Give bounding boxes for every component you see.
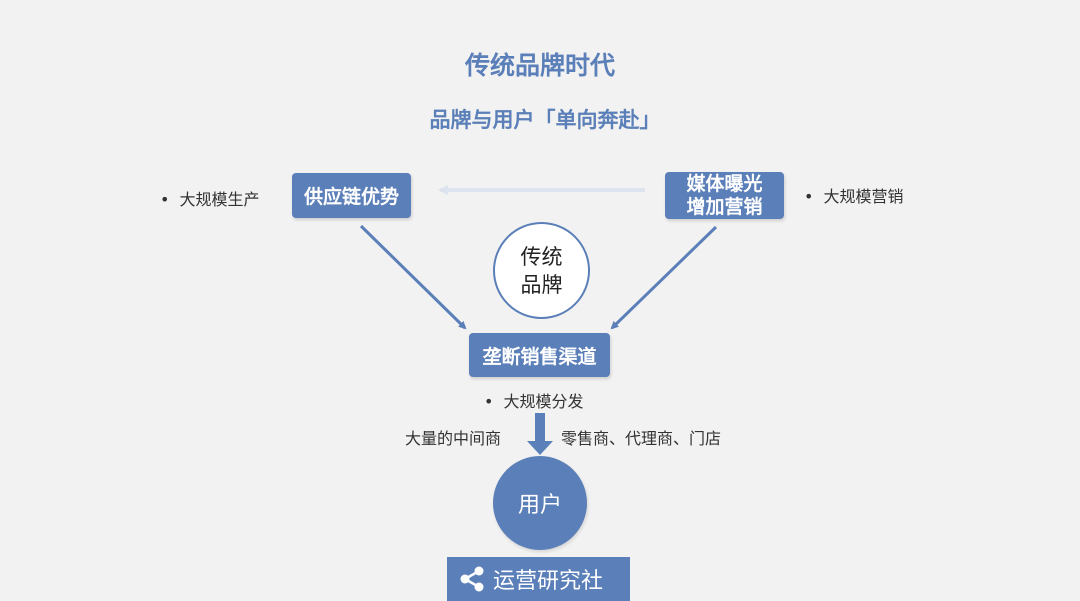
- note-retailers: 零售商、代理商、门店: [561, 429, 722, 448]
- bullet-label: 大规模分发: [503, 392, 584, 411]
- arrow-supply-to-channel: [359, 224, 467, 330]
- user-label: 用户: [517, 493, 562, 518]
- traditional-brand-circle: 传统 品牌: [493, 222, 590, 319]
- share-icon: [460, 566, 484, 592]
- user-circle: 用户: [493, 456, 587, 550]
- brand-label-line2: 品牌: [520, 272, 563, 297]
- logo-text: 运营研究社: [493, 569, 604, 594]
- bullet-mass-production: • 大规模生产: [160, 186, 259, 210]
- bullet-mass-marketing: • 大规模营销: [804, 183, 903, 207]
- supply-chain-label: 供应链优势: [303, 186, 399, 208]
- bullet-dot: •: [804, 187, 814, 206]
- bullet-dot: •: [160, 190, 170, 209]
- arrow-channel-to-user: [527, 413, 553, 455]
- page-title: 传统品牌时代: [464, 51, 615, 80]
- sales-channel-box: 垄断销售渠道: [469, 333, 610, 377]
- media-box: 媒体曝光 增加营销: [665, 172, 784, 219]
- brand-logo: 运营研究社: [447, 557, 630, 601]
- media-label-line2: 增加营销: [686, 195, 763, 218]
- page-subtitle: 品牌与用户「单向奔赴」: [429, 108, 661, 132]
- media-label-line1: 媒体曝光: [686, 172, 763, 195]
- sales-channel-label: 垄断销售渠道: [482, 345, 597, 368]
- arrow-media-to-channel: [610, 225, 718, 330]
- bullet-mass-distribution: • 大规模分发: [484, 388, 583, 412]
- brand-label-line1: 传统: [520, 244, 563, 269]
- note-middlemen: 大量的中间商: [405, 429, 502, 448]
- bullet-label: 大规模生产: [179, 190, 260, 209]
- bullet-dot: •: [484, 392, 494, 411]
- supply-chain-box: 供应链优势: [292, 173, 411, 218]
- bullet-label: 大规模营销: [823, 187, 904, 206]
